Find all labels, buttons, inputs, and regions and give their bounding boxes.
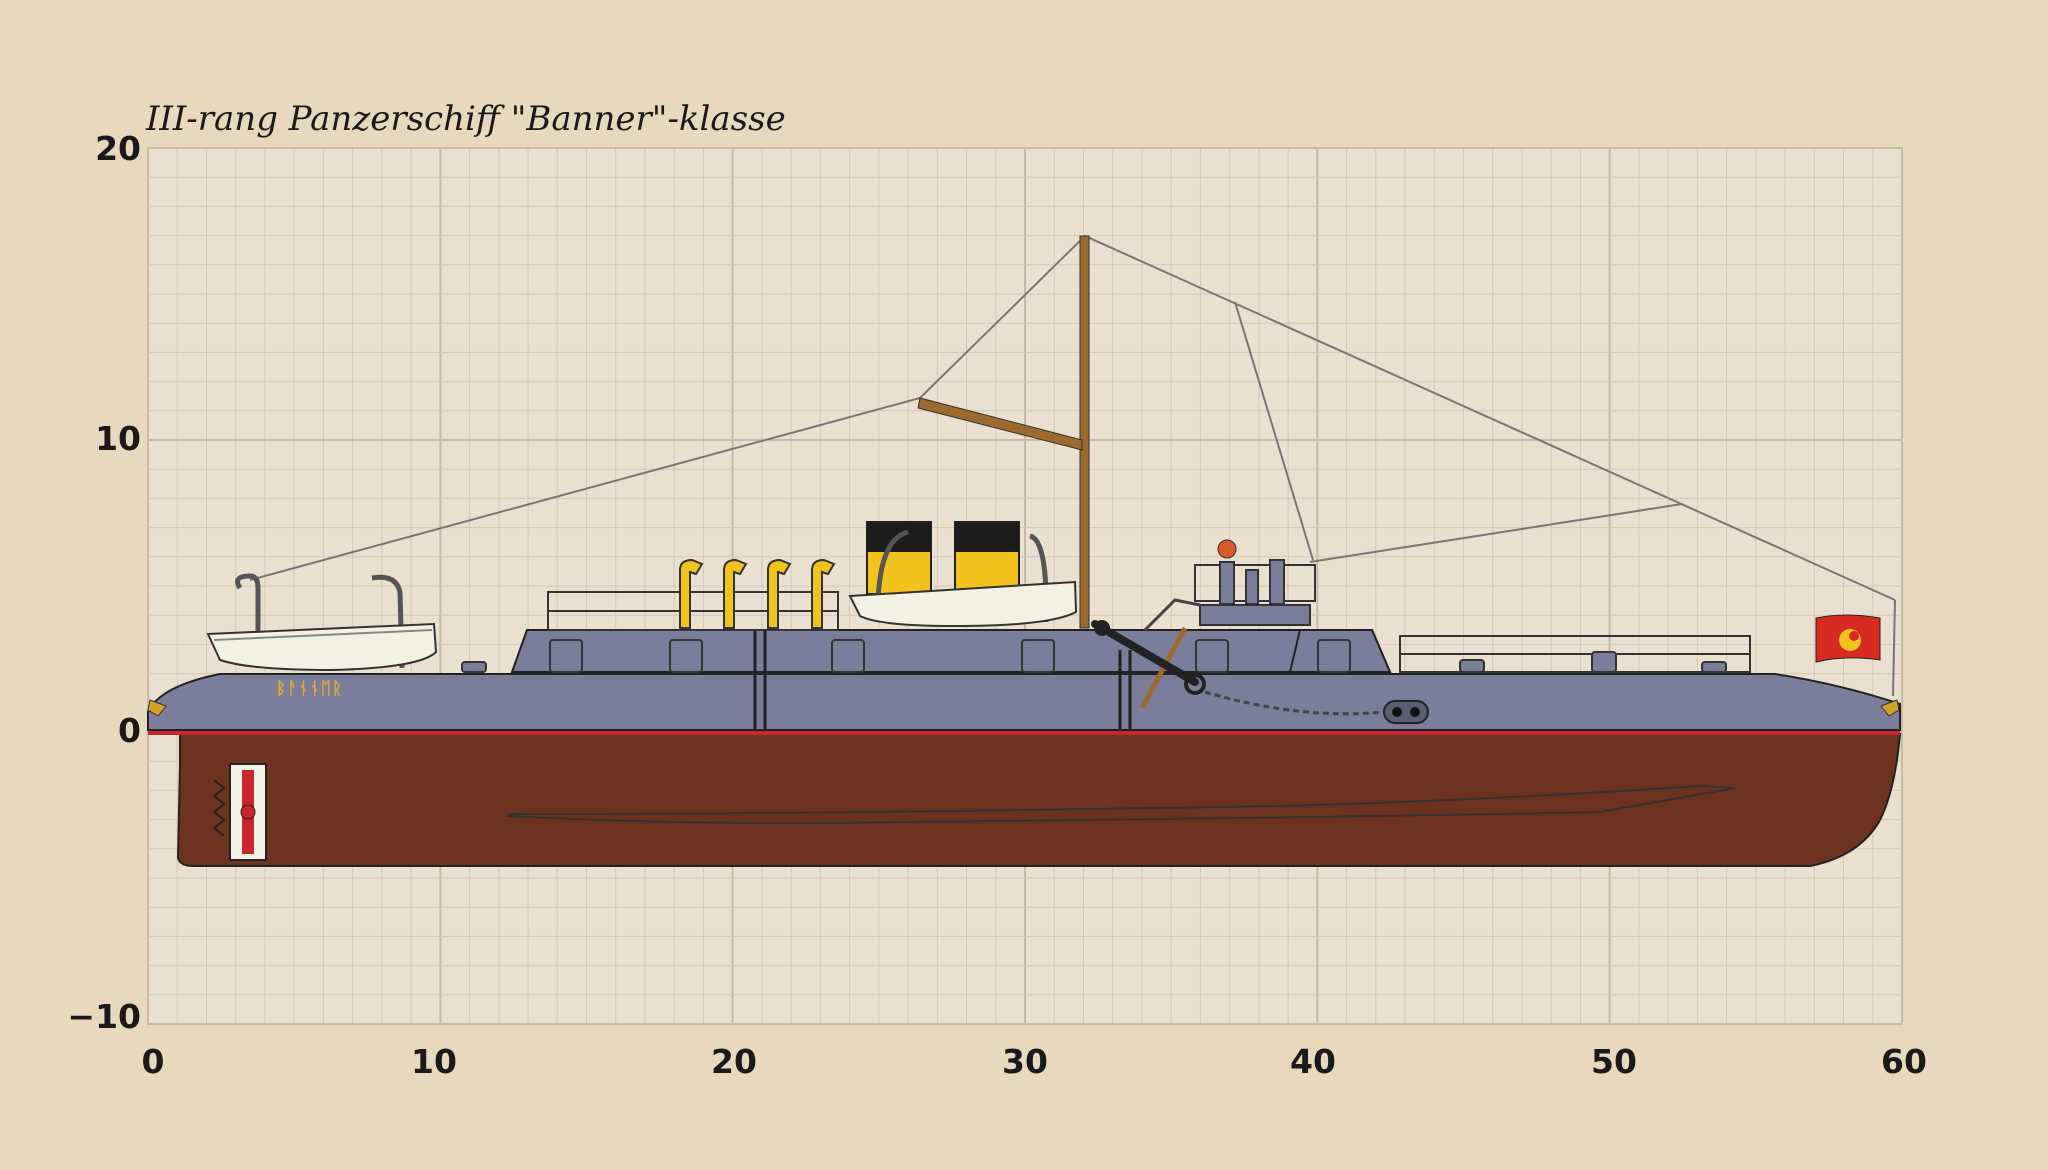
y-tick-label: 0	[118, 711, 141, 750]
y-tick-label: 20	[95, 129, 141, 168]
hull-name-label: ᛒᚨᚾᚾᛖᚱ	[276, 679, 343, 699]
diagram-title: III-rang Panzerschiff "Banner"-klasse	[145, 99, 786, 139]
ensign-flag	[1815, 614, 1881, 663]
x-tick-label: 20	[711, 1042, 757, 1081]
superstructure	[510, 629, 1392, 673]
x-axis-labels: 0 10 20 30 40 50 60	[142, 1042, 1927, 1081]
mid-lifeboat	[848, 529, 1078, 628]
y-tick-label: −10	[67, 997, 141, 1036]
deck-strip: ᛒᚨᚾᚾᛖᚱ	[147, 673, 1901, 731]
x-tick-label: 40	[1290, 1042, 1336, 1081]
x-tick-label: 10	[411, 1042, 457, 1081]
ornaments	[147, 699, 1900, 717]
ladders	[753, 630, 1132, 730]
x-tick-label: 30	[1002, 1042, 1048, 1081]
rigging	[249, 234, 1896, 697]
hatches	[549, 639, 1351, 673]
bridge	[1143, 539, 1311, 632]
x-tick-label: 0	[142, 1042, 165, 1081]
x-tick-label: 60	[1881, 1042, 1927, 1081]
x-tick-label: 50	[1591, 1042, 1637, 1081]
propeller	[212, 763, 267, 861]
aft-lifeboat	[206, 573, 438, 672]
mast	[917, 235, 1090, 629]
deck-fittings	[461, 651, 1727, 673]
y-axis-labels: 20 10 0 −10	[67, 129, 141, 1036]
anchor	[1091, 620, 1429, 724]
ventilators	[679, 558, 836, 629]
hull	[148, 727, 1902, 867]
y-tick-label: 10	[95, 419, 141, 458]
